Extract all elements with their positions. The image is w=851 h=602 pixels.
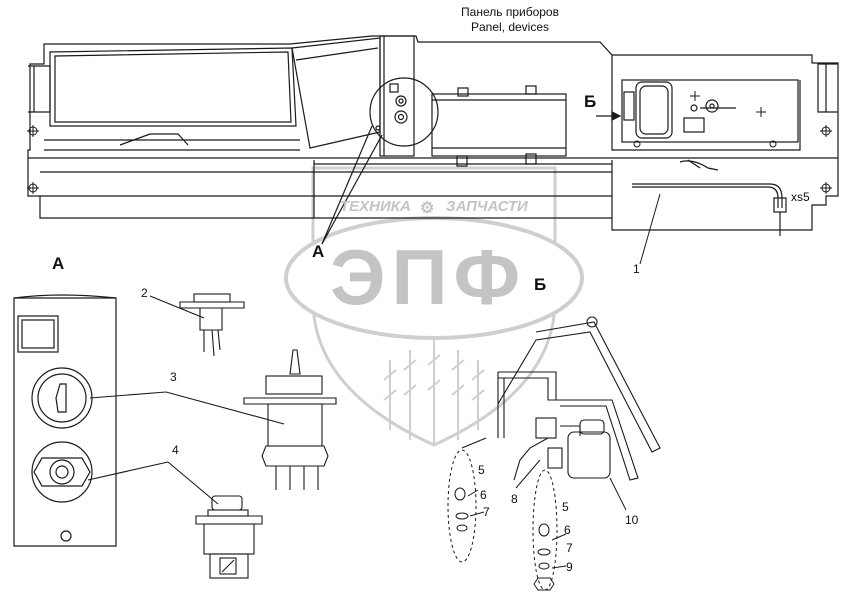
callout-10: 10: [625, 513, 639, 527]
callout-2: 2: [141, 286, 148, 300]
title-line-2: Panel, devices: [470, 20, 550, 34]
hardware-group-right: [532, 469, 558, 591]
callout-9: 9: [566, 560, 573, 574]
item-3-toggle-switch: [89, 349, 337, 490]
callout-7-right: 7: [566, 541, 573, 555]
callout-3: 3: [170, 370, 177, 384]
callout-5-left: 5: [478, 463, 485, 477]
connector-label: xs5: [791, 190, 810, 204]
callout-7-left: 7: [483, 505, 490, 519]
watermark-shield: [284, 166, 584, 447]
leader-1: [639, 193, 661, 265]
instrument-panel: [27, 35, 839, 236]
view-label-a-detail: A: [52, 254, 65, 273]
callout-5-right: 5: [562, 500, 569, 514]
callout-6-right: 6: [564, 523, 571, 537]
view-label-b-detail: Б: [534, 275, 547, 294]
watermark-gear-icon: ⚙: [420, 200, 435, 217]
detail-a-plate: [13, 294, 117, 547]
view-label-a-top: A: [312, 242, 325, 261]
callout-1: 1: [633, 262, 640, 276]
callout-6-left: 6: [480, 488, 487, 502]
view-b-arrow: [596, 111, 622, 121]
callout-4: 4: [172, 443, 179, 457]
watermark-text-left: ТЕХНИКА: [340, 198, 411, 215]
view-label-b-top: Б: [584, 92, 597, 111]
watermark-logo: ЭПФ: [330, 233, 527, 321]
watermark-text-right: ЗАПЧАСТИ: [446, 198, 528, 215]
leaders-b: [467, 459, 627, 569]
hardware-group-left: [447, 449, 477, 563]
item-2-lamp: [149, 293, 245, 357]
title-line-1: Панель приборов: [461, 5, 559, 19]
item-4-push-button: [87, 461, 263, 579]
view-a-circle: [321, 77, 439, 245]
crosshair-marks: [27, 91, 832, 194]
callout-8: 8: [511, 492, 518, 506]
detail-b-bracket: [461, 316, 661, 481]
